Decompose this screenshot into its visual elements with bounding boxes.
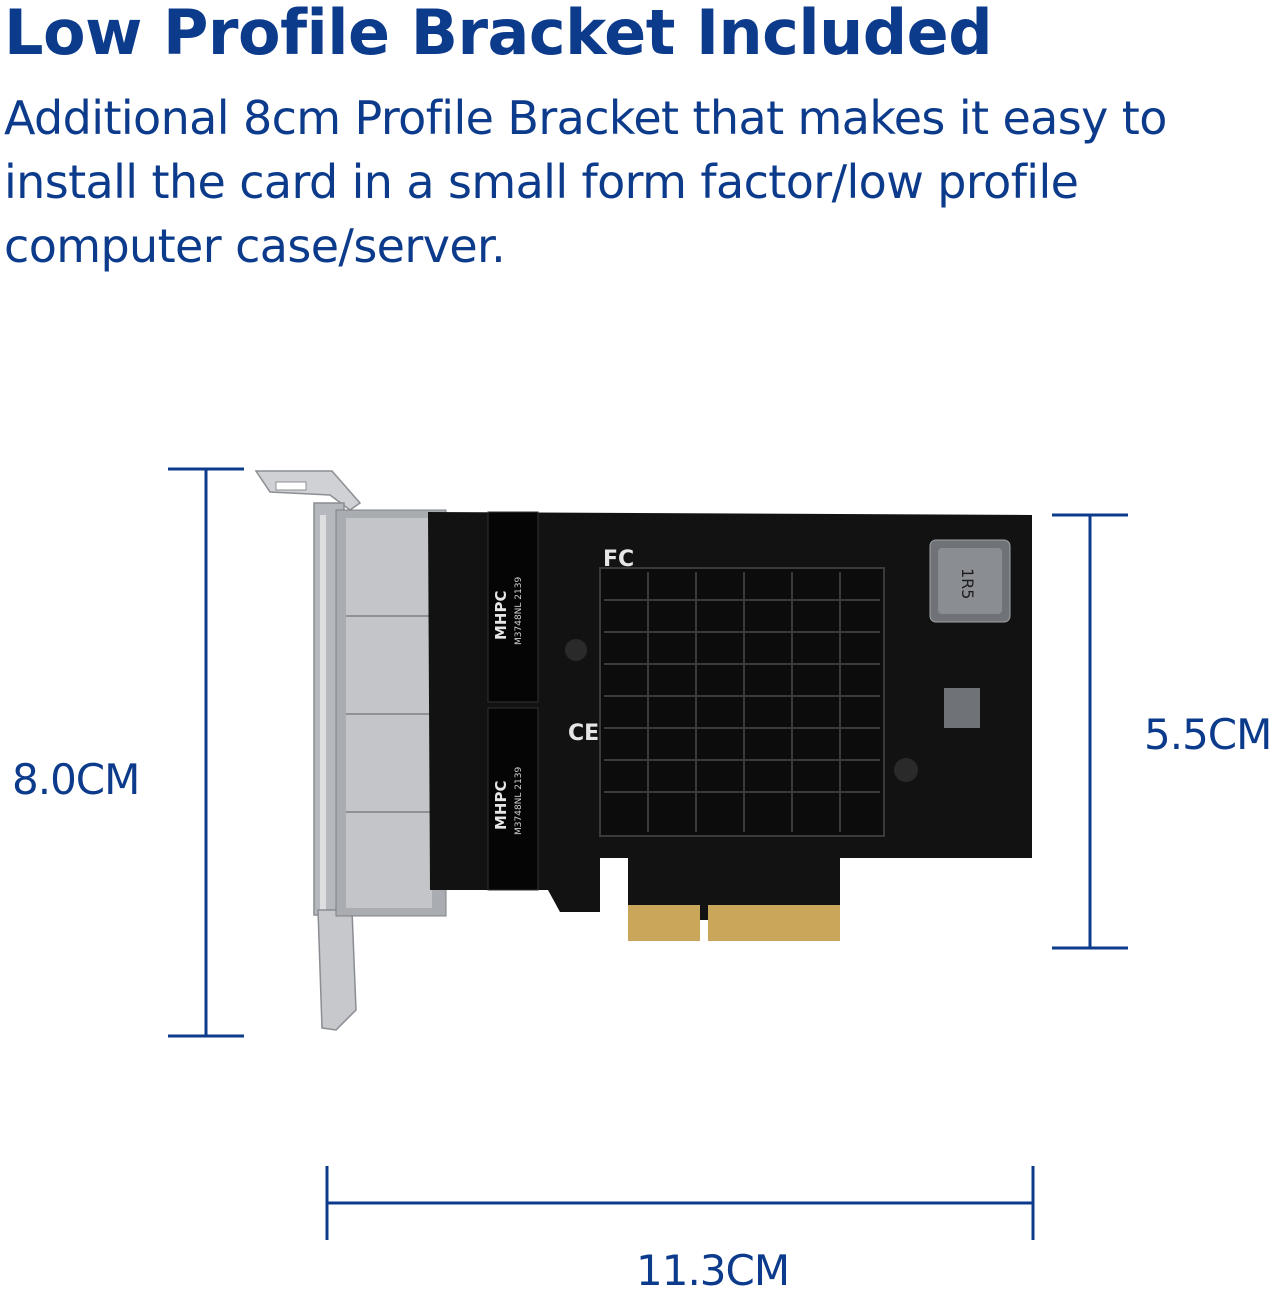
transformer-model-bottom: M3748NL 2139 — [514, 767, 524, 835]
power-ic — [944, 688, 980, 728]
inductor-marking: 1R5 — [958, 568, 977, 599]
low-profile-bracket — [254, 470, 362, 1031]
card-height-label: 5.5CM — [1144, 710, 1272, 759]
fcc-logo: FC — [603, 547, 634, 572]
magnetics-transformer-bottom — [487, 707, 539, 891]
capacitor — [565, 639, 587, 661]
card-height-dimension-line — [1052, 513, 1128, 950]
page-title: Low Profile Bracket Included — [4, 0, 993, 69]
card-length-label: 11.3CM — [636, 1246, 790, 1295]
transformer-brand-bottom: MHPC — [492, 781, 510, 830]
bracket-height-dimension-line — [168, 467, 244, 1038]
card-length-dimension-line — [325, 1166, 1035, 1240]
power-inductor — [929, 539, 1011, 623]
pcb-board — [428, 511, 1032, 941]
bracket-height-label: 8.0CM — [12, 755, 140, 804]
description-text: Additional 8cm Profile Bracket that make… — [4, 91, 1167, 273]
ce-logo: CE — [568, 721, 599, 746]
rj45-port-stack — [335, 509, 447, 917]
transformer-brand-top: MHPC — [492, 591, 510, 640]
magnetics-transformer-top — [487, 511, 539, 703]
transformer-model-top: M3748NL 2139 — [514, 577, 524, 645]
pcie-gold-fingers — [628, 905, 840, 941]
capacitor — [894, 758, 918, 782]
heatsink — [599, 567, 885, 837]
